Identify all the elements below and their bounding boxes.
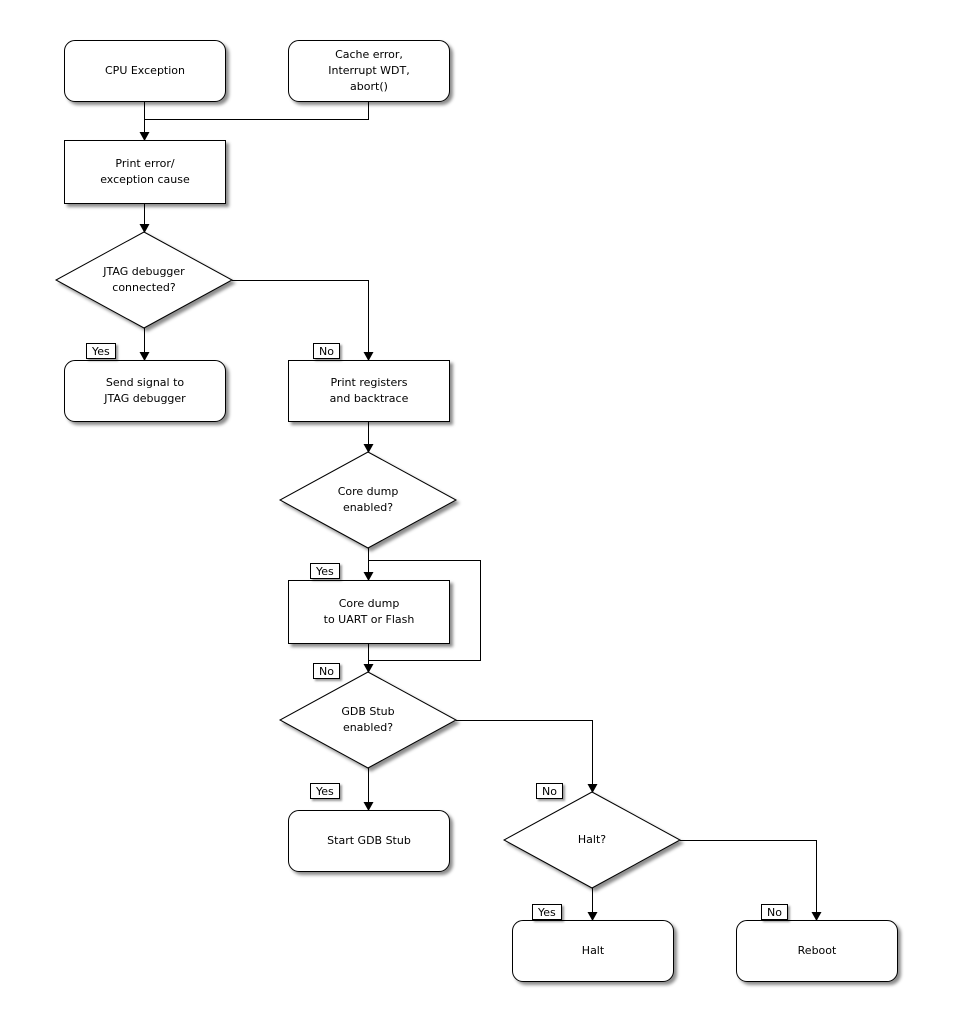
node-start-gdb-stub: Start GDB Stub [288,810,450,872]
decision-core-dump-enabled-shape [278,451,458,549]
node-cpu-exception: CPU Exception [64,40,226,102]
branch-label-gdb-yes: Yes [310,783,340,799]
branch-label-jtag-no: No [313,343,340,359]
node-print-error: Print error/ exception cause [64,140,226,204]
node-reboot: Reboot [736,920,898,982]
node-print-registers: Print registers and backtrace [288,360,450,422]
node-print-registers-label: Print registers and backtrace [329,376,409,405]
branch-label-core-dump-yes: Yes [310,563,340,579]
node-halt-label: Halt [581,944,605,957]
branch-label-halt-no: No [761,904,788,920]
decision-gdb-stub-enabled-shape [278,671,458,769]
node-start-gdb-stub-label: Start GDB Stub [327,834,411,847]
node-cpu-exception-label: CPU Exception [105,64,185,77]
node-halt: Halt [512,920,674,982]
node-cache-error-label: Cache error, Interrupt WDT, abort() [328,48,410,93]
node-core-dump-label: Core dump to UART or Flash [323,597,415,626]
branch-label-jtag-yes: Yes [86,343,116,359]
node-reboot-label: Reboot [797,944,837,957]
branch-label-halt-yes: Yes [532,904,562,920]
branch-label-core-dump-no: No [313,663,340,679]
edge-gdbq-no [456,720,598,793]
decision-jtag-connected-shape [54,231,234,329]
edge-jtag-no [232,280,374,361]
edge-haltq-no [680,840,822,921]
node-send-signal-label: Send signal to JTAG debugger [104,376,186,405]
decision-halt-shape [502,791,682,889]
node-send-signal: Send signal to JTAG debugger [64,360,226,422]
branch-label-gdb-no: No [536,783,563,799]
node-print-error-label: Print error/ exception cause [100,157,190,186]
node-cache-error: Cache error, Interrupt WDT, abort() [288,40,450,102]
edge-coredumpq-no-bypass [368,560,481,661]
node-core-dump: Core dump to UART or Flash [288,580,450,644]
edge-cacheerror-join [144,100,369,120]
